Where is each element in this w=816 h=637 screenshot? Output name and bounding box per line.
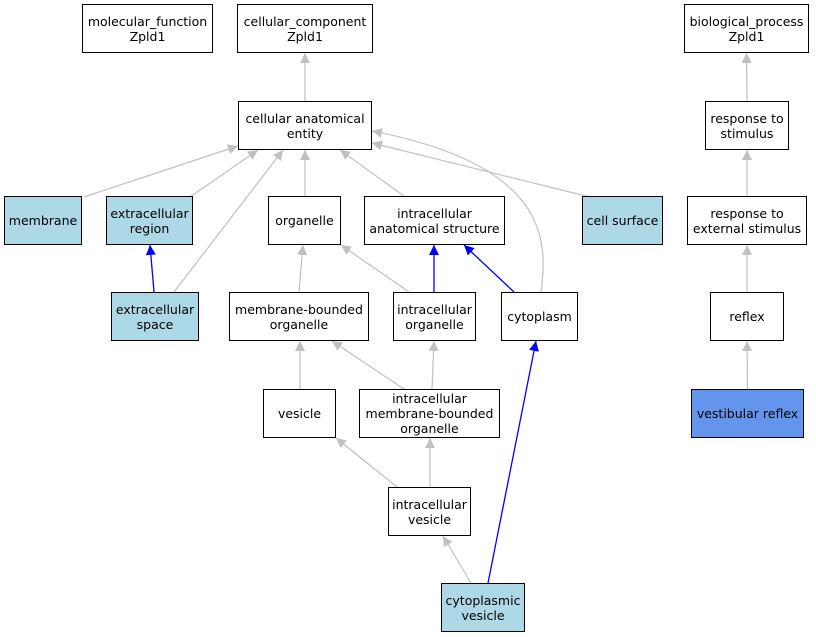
- node-label-line: Zpld1: [728, 28, 765, 44]
- edge-cytoplasm-to-intracellular-anatomical-structure: [463, 244, 515, 293]
- node-label-line: external stimulus: [692, 220, 802, 236]
- node-cell-surface[interactable]: cell surface: [582, 196, 663, 245]
- node-label-line: vestibular reflex: [696, 406, 799, 421]
- edge-membrane-bounded-organelle-to-organelle: [297, 244, 308, 293]
- edge-intracellular-membrane-bounded-organelle-to-intracellular-organelle: [428, 340, 439, 390]
- edge-intracellular-anatomical-structure-to-cellular-anatomical-entity: [339, 149, 405, 197]
- node-label-line: Zpld1: [287, 28, 323, 44]
- node-label-line: cytoplasm: [507, 309, 572, 324]
- node-organelle[interactable]: organelle: [268, 196, 341, 245]
- node-label-line: region: [129, 220, 170, 236]
- node-label-line: anatomical structure: [369, 220, 500, 236]
- node-reflex[interactable]: reflex: [710, 292, 784, 341]
- node-label-line: cell surface: [586, 213, 659, 228]
- node-label-line: cytoplasmic: [445, 592, 521, 608]
- node-label-line: extracellular: [110, 205, 189, 221]
- edge-cytoplasmic-vesicle-to-intracellular-vesicle: [442, 535, 472, 584]
- node-label: membrane: [9, 213, 77, 228]
- node-label-line: entity: [286, 125, 324, 141]
- node-vesicle[interactable]: vesicle: [263, 389, 336, 438]
- node-label: cell surface: [587, 213, 659, 228]
- node-label-line: stimulus: [720, 125, 774, 141]
- node-label-line: organelle: [269, 316, 329, 332]
- node-membrane[interactable]: membrane: [4, 196, 82, 245]
- edge-extracellular-space-to-extracellular-region: [145, 244, 156, 293]
- node-cytoplasm[interactable]: cytoplasm: [501, 292, 578, 341]
- node-label-line: organelle: [400, 421, 459, 436]
- node-label-line: intracellular: [392, 496, 467, 512]
- node-label-line: intracellular: [392, 391, 467, 406]
- edge-extracellular-space-to-cellular-anatomical-entity: [173, 149, 284, 293]
- node-label-line: response to: [710, 205, 784, 221]
- edge-intracellular-membrane-bounded-organelle-to-membrane-bounded-organelle: [331, 340, 405, 390]
- edge-intracellular-vesicle-to-vesicle: [335, 437, 398, 488]
- node-label-line: molecular_function: [87, 13, 208, 29]
- edge-membrane-to-cellular-anatomical-entity: [83, 144, 239, 198]
- node-label-line: extracellular: [115, 301, 195, 317]
- edge-layer: [83, 52, 753, 584]
- node-label: vesicle: [278, 406, 321, 421]
- node-label-line: membrane-bounded: [235, 301, 363, 317]
- node-label-line: response to: [710, 110, 784, 126]
- node-label: vestibular reflex: [697, 406, 798, 421]
- node-label: reflex: [729, 309, 764, 324]
- node-label: organelle: [275, 213, 333, 228]
- node-label-line: vesicle: [461, 607, 505, 623]
- edge-extracellular-region-to-cellular-anatomical-entity: [189, 149, 259, 198]
- edge-cell-surface-to-cellular-anatomical-entity: [371, 140, 591, 198]
- node-label-line: membrane: [8, 213, 78, 228]
- edge-response-to-stimulus-to-biological-process: [741, 52, 752, 102]
- node-label-line: space: [136, 316, 174, 332]
- node-label-line: biological_process: [689, 13, 804, 29]
- node-label-line: intracellular: [397, 301, 472, 317]
- node-label: cytoplasm: [507, 309, 572, 324]
- edge-cytoplasm-to-cellular-anatomical-entity: [371, 127, 544, 293]
- node-label-line: vesicle: [277, 406, 322, 421]
- edge-intracellular-organelle-to-organelle: [340, 244, 410, 293]
- node-label-line: organelle: [275, 213, 334, 228]
- node-label-line: organelle: [405, 316, 464, 332]
- node-label-line: vesicle: [407, 511, 452, 527]
- edge-vestibular-reflex-to-reflex: [742, 340, 753, 390]
- node-label-line: cellular_component: [243, 13, 367, 29]
- node-label-line: cellular anatomical: [245, 110, 365, 126]
- node-label-line: membrane-bounded: [365, 406, 494, 421]
- edge-cytoplasmic-vesicle-to-cytoplasm: [487, 340, 539, 584]
- node-label-line: intracellular: [397, 205, 472, 221]
- node-label-line: reflex: [729, 309, 765, 324]
- node-label-line: Zpld1: [129, 28, 166, 44]
- node-vestibular-reflex[interactable]: vestibular reflex: [691, 389, 804, 438]
